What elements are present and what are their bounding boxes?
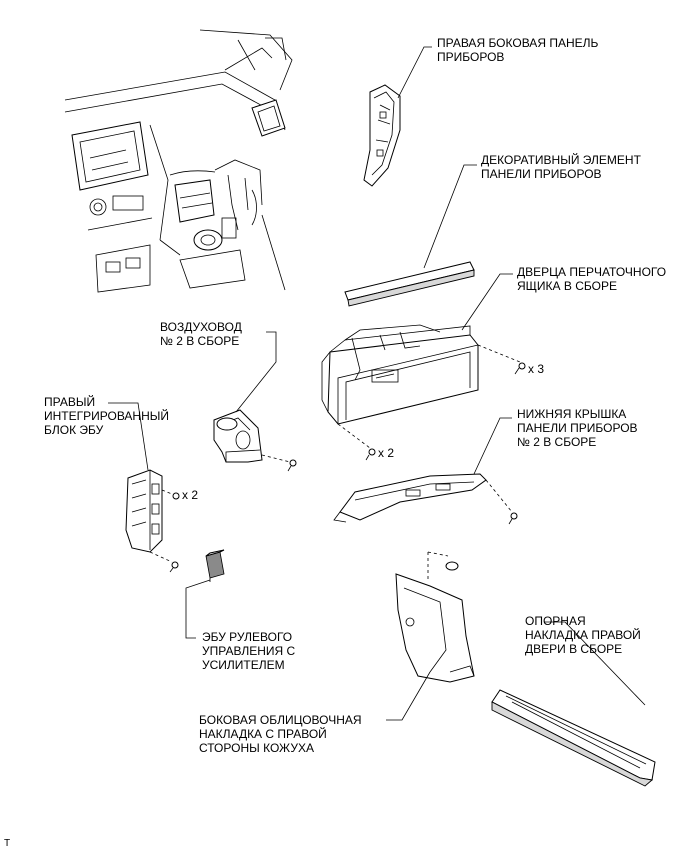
door-scuff-plate-illustration: [491, 689, 656, 787]
label-side-trim: БОКОВАЯ ОБЛИЦОВОЧНАЯ НАКЛАДКА С ПРАВОЙ С…: [199, 713, 362, 755]
label-lower-cover: НИЖНЯЯ КРЫШКА ПАНЕЛИ ПРИБОРОВ № 2 В СБОР…: [517, 407, 638, 449]
power-steering-ecu-illustration: [205, 549, 225, 582]
label-integrated-ecu: ПРАВЫЙ ИНТЕГРИРОВАННЫЙ БЛОК ЭБУ: [44, 395, 170, 437]
side-trim-illustration: [395, 551, 475, 683]
integrated-ecu-illustration: [125, 469, 180, 573]
label-glovebox-door: ДВЕРЦА ПЕРЧАТОЧНОГО ЯЩИКА В СБОРЕ: [517, 265, 667, 293]
qty-glovebox-screws: x 3: [528, 362, 545, 376]
dashboard-overview-illustration: [64, 29, 293, 293]
footer-mark: T: [4, 838, 11, 849]
label-decorative-element: ДЕКОРАТИВНЫЙ ЭЛЕМЕНТ ПАНЕЛИ ПРИБОРОВ: [481, 153, 641, 181]
air-duct-illustration: [213, 409, 297, 472]
glovebox-screws-illustration: [337, 344, 526, 461]
qty-glovebox-lower-screws: x 2: [378, 446, 395, 460]
leader-lines: [108, 46, 646, 721]
qty-ecu-screws: x 2: [182, 488, 199, 502]
glovebox-door-illustration: [321, 324, 479, 425]
right-side-panel-illustration: [363, 84, 401, 187]
label-air-duct: ВОЗДУХОВОД № 2 В СБОРЕ: [160, 320, 242, 348]
label-power-steering-ecu: ЭБУ РУЛЕВОГО УПРАВЛЕНИЯ С УСИЛИТЕЛЕМ: [202, 630, 296, 672]
label-door-scuff-plate: ОПОРНАЯ НАКЛАДКА ПРАВОЙ ДВЕРИ В СБОРЕ: [525, 614, 641, 656]
decorative-element-illustration: [344, 261, 475, 307]
label-right-side-panel: ПРАВАЯ БОКОВАЯ ПАНЕЛЬ ПРИБОРОВ: [437, 36, 599, 64]
lower-cover-illustration: [333, 473, 518, 525]
